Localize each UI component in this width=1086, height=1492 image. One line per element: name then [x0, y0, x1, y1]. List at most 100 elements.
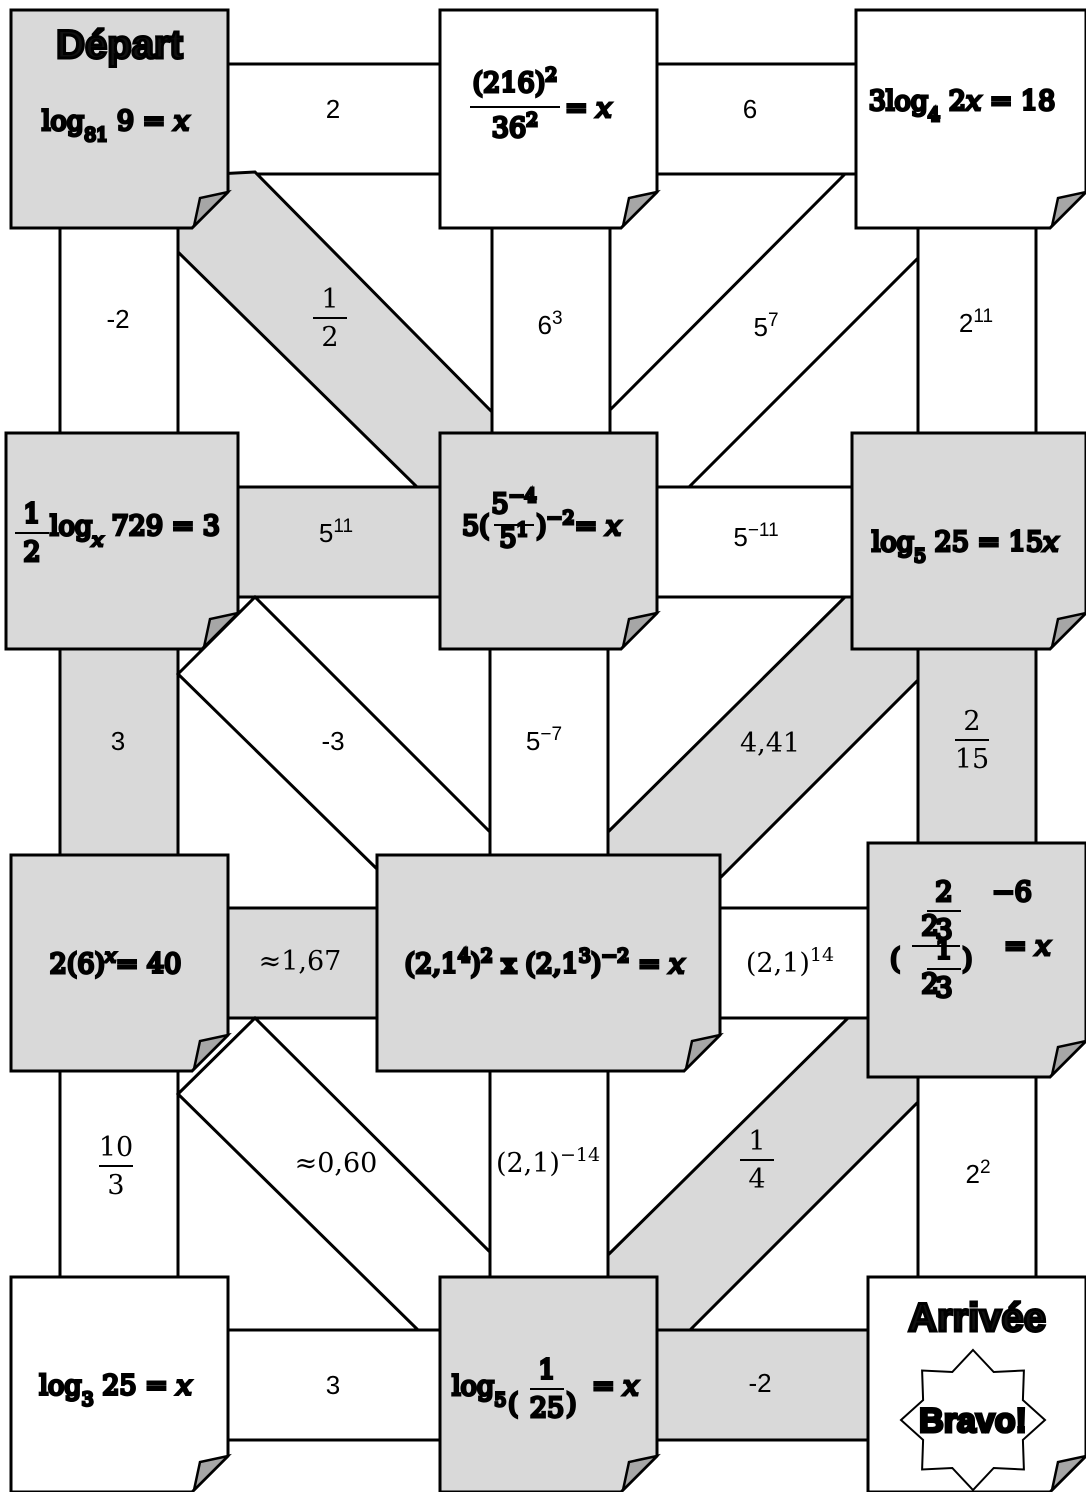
path-v-c1-23[interactable] [58, 646, 180, 860]
exponent-bottom-fraction: 13 [927, 934, 961, 1006]
path-h-r4-23[interactable] [652, 1328, 872, 1442]
leading-fraction-denominator: 2 [23, 537, 40, 568]
log-argument-fraction: 125 [528, 1354, 565, 1426]
outer-exponent: −6 [992, 877, 1032, 908]
starburst-icon [899, 1348, 1047, 1492]
path-h-r3-12[interactable] [224, 906, 382, 1020]
path-label-h-r3-23: (2,1)14 [746, 944, 834, 979]
card-equation: log5 25 = 15x [872, 527, 1059, 567]
path-label-d-r3-c3c2-numerator: 1 [748, 1126, 765, 1157]
card-r2c2[interactable]: 5(5−451)−2= x [438, 431, 661, 651]
exponent-top-fraction-numerator: 2 [935, 877, 952, 908]
path-label-d-r3-c3c2: 14 [740, 1126, 774, 1195]
card-equation: logx 729 = 3 [50, 511, 220, 551]
card-body [866, 841, 1086, 1079]
exponent-top-fraction: 23 [927, 876, 961, 948]
card-r1c1[interactable]: Départ log81 9 = x [9, 8, 232, 230]
fraction-denominator: 51 [499, 519, 528, 554]
exponent-bottom-fraction-numerator: 1 [935, 935, 952, 966]
path-label-v-c2-34: (2,1)−14 [496, 1144, 600, 1179]
page-curl-icon [201, 610, 242, 651]
page-curl-icon [620, 189, 661, 230]
path-label-d-r1-c1c2-denominator: 2 [321, 322, 338, 353]
path-h-r1-12[interactable] [224, 62, 444, 176]
page-curl-icon [1049, 1039, 1086, 1079]
power-bottom: 2 [921, 969, 938, 1000]
card-equation-prefix: log5 [452, 1371, 506, 1411]
path-label-h-r2-23: 5−11 [733, 520, 778, 553]
right-paren: ) [962, 944, 973, 975]
path-label-h-r3-12: ≈1,67 [259, 946, 342, 977]
path-label-v-c1-34-denominator: 3 [107, 1170, 124, 1201]
card-r2c1[interactable]: 1 2 logx 729 = 3 [4, 431, 242, 651]
path-label-h-r4-23: -2 [748, 1368, 771, 1398]
page-curl-icon [1050, 1454, 1086, 1492]
card-body [854, 8, 1086, 230]
card-title: Départ [56, 23, 183, 67]
path-label-v-c3-23-denominator: 15 [955, 744, 989, 775]
page-curl-icon [1049, 611, 1086, 651]
card-title: Arrivée [908, 1296, 1046, 1340]
card-equation-rhs: = x [1004, 931, 1050, 962]
path-label-h-r1-23: 6 [743, 94, 757, 124]
path-h-r2-23[interactable] [652, 485, 856, 599]
card-equation-suffix: )−2= x [536, 507, 621, 542]
path-v-c2-23[interactable] [488, 646, 610, 860]
path-label-d-r1-c3c2: 57 [753, 310, 778, 343]
page-curl-icon [683, 1032, 724, 1073]
leading-fraction-numerator: 1 [23, 499, 40, 530]
path-label-d-r2-c3c2: 4,41 [740, 728, 800, 759]
path-label-d-r3-c1c2: ≈0,60 [295, 1148, 378, 1179]
path-v-c3-34[interactable] [916, 1074, 1038, 1284]
power-top: 2 [921, 911, 938, 942]
path-label-d-r3-c3c2-denominator: 4 [748, 1164, 765, 1195]
card-equation: 2(6)x= 40 [50, 945, 182, 980]
path-label-d-r1-c1c2: 12 [313, 284, 347, 353]
card-equation: log3 25 = x [39, 1371, 191, 1411]
path-label-v-c3-34: 22 [965, 1157, 990, 1190]
card-equation-prefix: 5( [462, 511, 490, 542]
path-h-r1-23[interactable] [652, 62, 860, 176]
right-paren: ) [566, 1389, 577, 1420]
path-label-v-c1-34-numerator: 10 [99, 1132, 133, 1163]
card-equation: 3log4 2x = 18 [869, 86, 1056, 126]
page-curl-icon [620, 610, 661, 651]
bravo-badge: Bravo! [919, 1402, 1027, 1440]
exponent-bottom-fraction-denominator: 3 [935, 973, 952, 1004]
fraction-denominator: 362 [492, 109, 538, 144]
page-curl-icon [621, 1453, 661, 1492]
card-r3c2[interactable]: (2,14)2 x (2,13)−2 = x [375, 853, 724, 1073]
card-r4c1[interactable]: log3 25 = x [9, 1275, 232, 1492]
path-v-c3-12[interactable] [916, 224, 1038, 438]
path-label-v-c1-34: 103 [99, 1132, 133, 1201]
card-equation: log81 9 = x [42, 106, 189, 146]
card-equation-rhs: = x [565, 93, 611, 124]
log-argument-fraction-numerator: 1 [538, 1355, 555, 1386]
path-v-c2-34[interactable] [488, 1068, 610, 1282]
card-r1c2[interactable]: (216)2 362 = x [438, 8, 661, 230]
path-label-v-c1-23: 3 [111, 726, 125, 756]
card-r4c2[interactable]: log5(125) = x [438, 1275, 661, 1492]
card-r2c3[interactable]: log5 25 = 15x [850, 431, 1086, 651]
card-equation: (2,14)2 x (2,13)−2 = x [405, 945, 685, 980]
exponent-top-fraction-denominator: 3 [935, 915, 952, 946]
path-h-r3-23[interactable] [716, 906, 872, 1020]
path-h-r2-12[interactable] [234, 485, 444, 599]
path-label-v-c1-12: -2 [106, 304, 129, 334]
path-label-v-c2-12: 63 [537, 308, 562, 341]
page-curl-icon [191, 189, 232, 230]
path-label-h-r2-12: 511 [319, 516, 353, 549]
path-label-d-r2-c1c2: -3 [321, 726, 344, 756]
path-v-c2-12[interactable] [490, 224, 612, 438]
path-label-d-r1-c1c2-numerator: 1 [321, 284, 338, 315]
fraction-numerator: (216)2 [473, 64, 558, 99]
card-r1c3[interactable]: 3log4 2x = 18 [854, 8, 1086, 230]
page-curl-icon [192, 1453, 232, 1492]
left-paren: ( [508, 1389, 519, 1420]
fraction-numerator: 5−4 [491, 485, 536, 520]
card-equation-rhs: = x [592, 1371, 638, 1402]
card-r3c1[interactable]: 2(6)x= 40 [9, 853, 232, 1073]
